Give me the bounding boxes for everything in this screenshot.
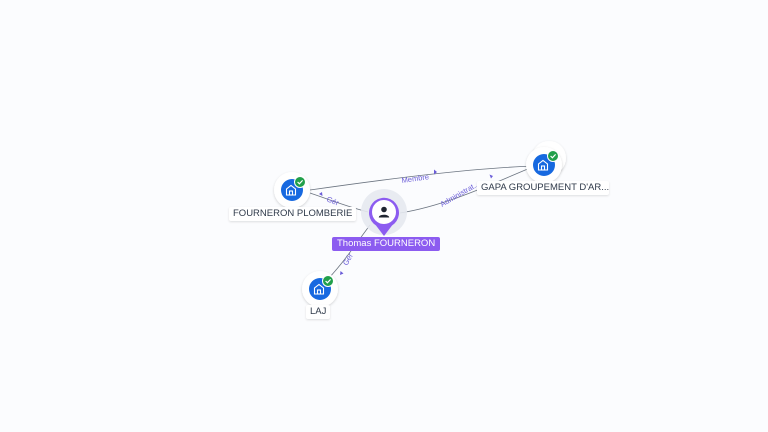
person-icon — [378, 206, 390, 218]
edge-plomberie-gapa[interactable] — [309, 165, 536, 191]
edge-label-membre: Membre — [401, 172, 430, 185]
person-node-thomas-fourneron[interactable] — [361, 189, 407, 236]
check-badge-icon — [294, 176, 306, 188]
edge-arrows — [319, 169, 493, 275]
edge-label-gerant-laj: Gér — [341, 251, 355, 267]
company-node-laj[interactable] — [302, 271, 338, 307]
edge-label-administrateur: Administrat... — [439, 179, 481, 209]
edge-label-gerant-plomberie: Gér — [325, 195, 340, 208]
edge-person-gapa[interactable] — [399, 165, 536, 214]
company-label-fourneron-plomberie[interactable]: FOURNERON PLOMBERIE — [229, 207, 357, 221]
arrow-plomberie — [319, 192, 323, 196]
company-label-laj[interactable]: LAJ — [306, 305, 331, 319]
company-node-gapa[interactable] — [526, 141, 566, 183]
arrow-laj — [340, 271, 344, 275]
check-badge-icon — [322, 275, 334, 287]
check-badge-icon — [547, 150, 559, 162]
arrow-membre — [434, 169, 437, 175]
building-icon — [285, 184, 297, 196]
company-label-gapa[interactable]: GAPA GROUPEMENT D'AR... — [477, 181, 609, 195]
company-node-fourneron-plomberie[interactable] — [274, 172, 310, 208]
building-icon — [313, 283, 325, 295]
building-icon — [537, 159, 549, 171]
person-label-thomas-fourneron[interactable]: Thomas FOURNERON — [332, 237, 441, 251]
arrow-admin — [489, 174, 493, 179]
